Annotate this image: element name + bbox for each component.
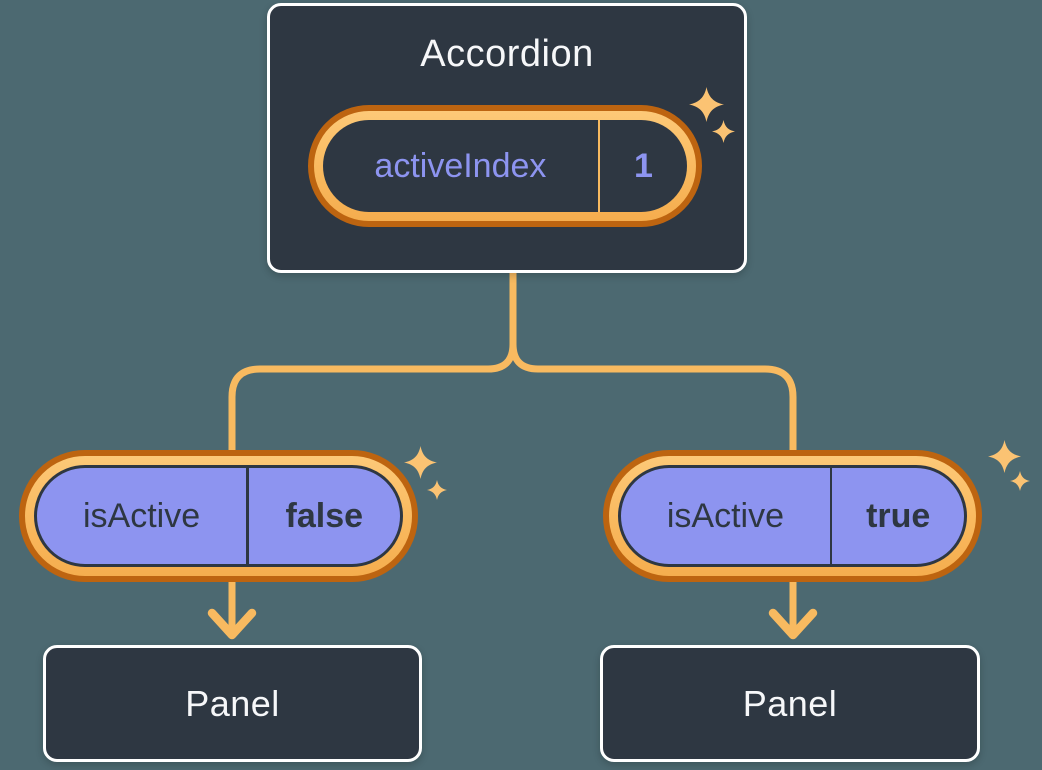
state-pill-isactive-left-core: isActive false [34,465,403,567]
panel-box-left: Panel [43,645,422,762]
pill-divider [246,468,249,564]
state-pill-isactive-right-core: isActive true [618,465,967,567]
accordion-title: Accordion [420,33,594,75]
state-value-isactive-right: true [866,496,931,535]
state-value-activeindex: 1 [633,146,653,185]
pill-divider [597,120,600,212]
state-pill-activeindex: activeIndex 1 [308,105,702,227]
state-value-isactive-left: false [285,496,364,535]
sparkle-icon [689,87,724,122]
state-name-isactive-left: isActive [82,496,201,535]
pill-divider [829,468,833,564]
state-name-activeindex: activeIndex [374,146,547,185]
connector-right-branch [509,266,797,632]
state-pill-isactive-left: isActive false [19,450,418,582]
panel-title-left: Panel [185,682,280,724]
state-pill-isactive-right: isActive true [603,450,982,582]
sparkle-icon [988,440,1021,473]
sparkle-icon [404,446,437,479]
arrow-down-icon-right [768,608,818,640]
panel-title-right: Panel [742,682,838,724]
state-name-isactive-right: isActive [666,496,784,535]
panel-box-right: Panel [600,645,980,762]
sparkle-icon-small [427,480,447,500]
sparkle-icon-small [1010,471,1030,491]
arrow-down-icon-left [207,608,257,640]
sparkle-icon-small [712,120,735,143]
state-pill-activeindex-core: activeIndex 1 [323,120,687,212]
